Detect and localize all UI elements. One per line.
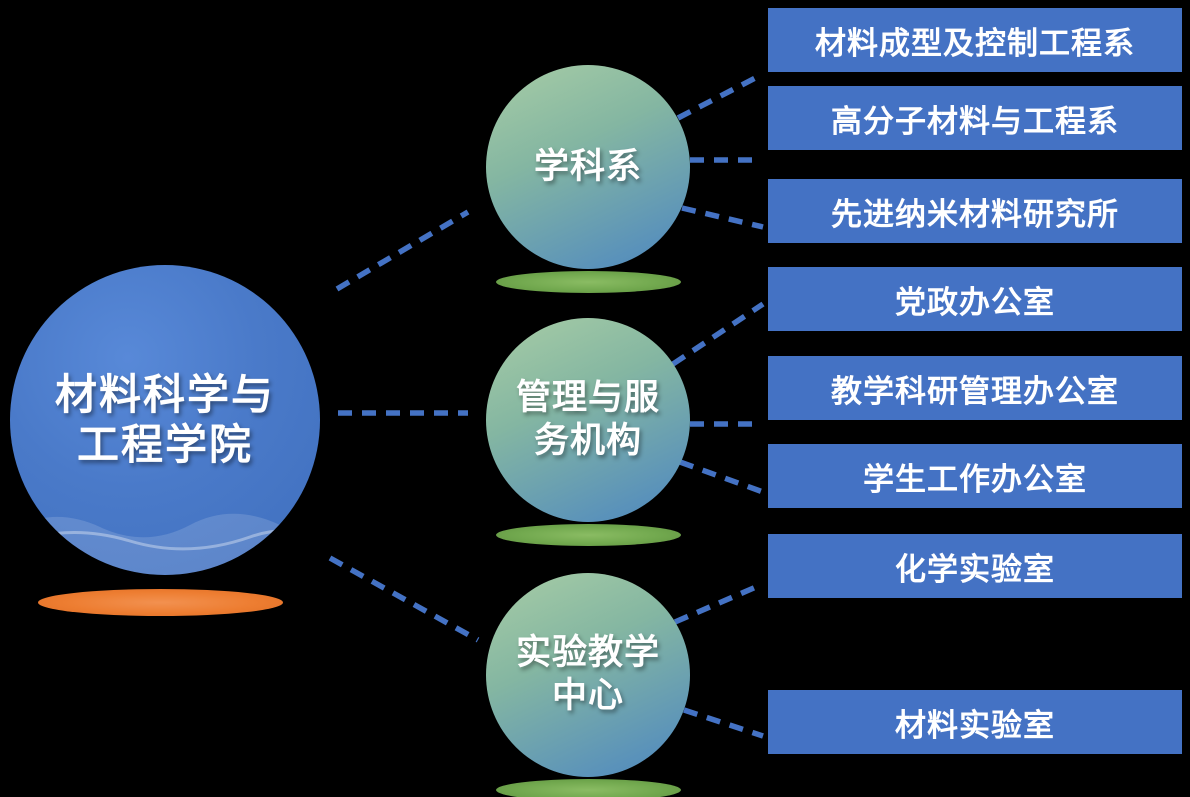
leaf-label: 先进纳米材料研究所 <box>831 196 1119 232</box>
category-shadow-ellipse-management <box>496 524 681 546</box>
root-node: 材料科学与 工程学院 <box>10 265 320 575</box>
leaf-label: 材料实验室 <box>895 707 1055 743</box>
leaf-label: 教学科研管理办公室 <box>831 373 1119 409</box>
connector-management-student-office <box>679 459 764 495</box>
leaf-label: 党政办公室 <box>895 284 1055 320</box>
root-label-line-2: 工程学院 <box>76 421 253 468</box>
leaf-label: 材料成型及控制工程系 <box>815 25 1135 61</box>
connector-root-experimental-center <box>328 555 480 643</box>
connector-experimental-chemistry-lab <box>673 581 765 625</box>
category-shadow-ellipse-departments <box>496 271 681 293</box>
connector-experimental-materials-lab <box>683 707 764 739</box>
leaf-polymer-materials-engineering: 高分子材料与工程系 <box>768 86 1182 150</box>
connector-root-departments <box>335 209 470 292</box>
leaf-label: 高分子材料与工程系 <box>831 103 1119 139</box>
leaf-materials-forming-control-engineering: 材料成型及控制工程系 <box>768 8 1182 72</box>
leaf-teaching-research-admin-office: 教学科研管理办公室 <box>768 356 1182 420</box>
leaf-materials-lab: 材料实验室 <box>768 690 1182 754</box>
category-shadow-ellipse-experimental <box>496 779 681 797</box>
root-label-line-1: 材料科学与 <box>54 371 275 419</box>
category-label-line: 实验教学 <box>515 633 660 673</box>
root-shadow-ellipse <box>38 589 283 616</box>
leaf-label: 化学实验室 <box>895 551 1055 587</box>
category-node-academic-departments: 学科系 <box>486 65 690 269</box>
category-label-line: 管理与服 <box>515 378 660 418</box>
category-label-line: 学科系 <box>533 146 642 186</box>
category-label-experimental-teaching-center: 实验教学 中心 <box>516 632 660 717</box>
leaf-student-affairs-office: 学生工作办公室 <box>768 444 1182 508</box>
connector-departments-forming <box>676 71 765 121</box>
category-node-experimental-teaching-center: 实验教学 中心 <box>486 573 690 777</box>
category-label-line: 中心 <box>551 676 624 715</box>
leaf-party-admin-office: 党政办公室 <box>768 267 1182 331</box>
root-node-label: 材料科学与 工程学院 <box>55 370 275 469</box>
category-label-academic-departments: 学科系 <box>534 146 642 189</box>
wave-decoration <box>10 513 320 575</box>
leaf-advanced-nano-materials-institute: 先进纳米材料研究所 <box>768 179 1182 243</box>
category-label-management-service: 管理与服 务机构 <box>516 377 660 462</box>
category-node-management-service: 管理与服 务机构 <box>486 318 690 522</box>
connector-departments-nano <box>681 205 764 230</box>
leaf-chemistry-lab: 化学实验室 <box>768 534 1182 598</box>
category-label-line: 务机构 <box>533 421 642 460</box>
connector-management-party-office <box>671 301 765 367</box>
leaf-label: 学生工作办公室 <box>863 461 1087 497</box>
